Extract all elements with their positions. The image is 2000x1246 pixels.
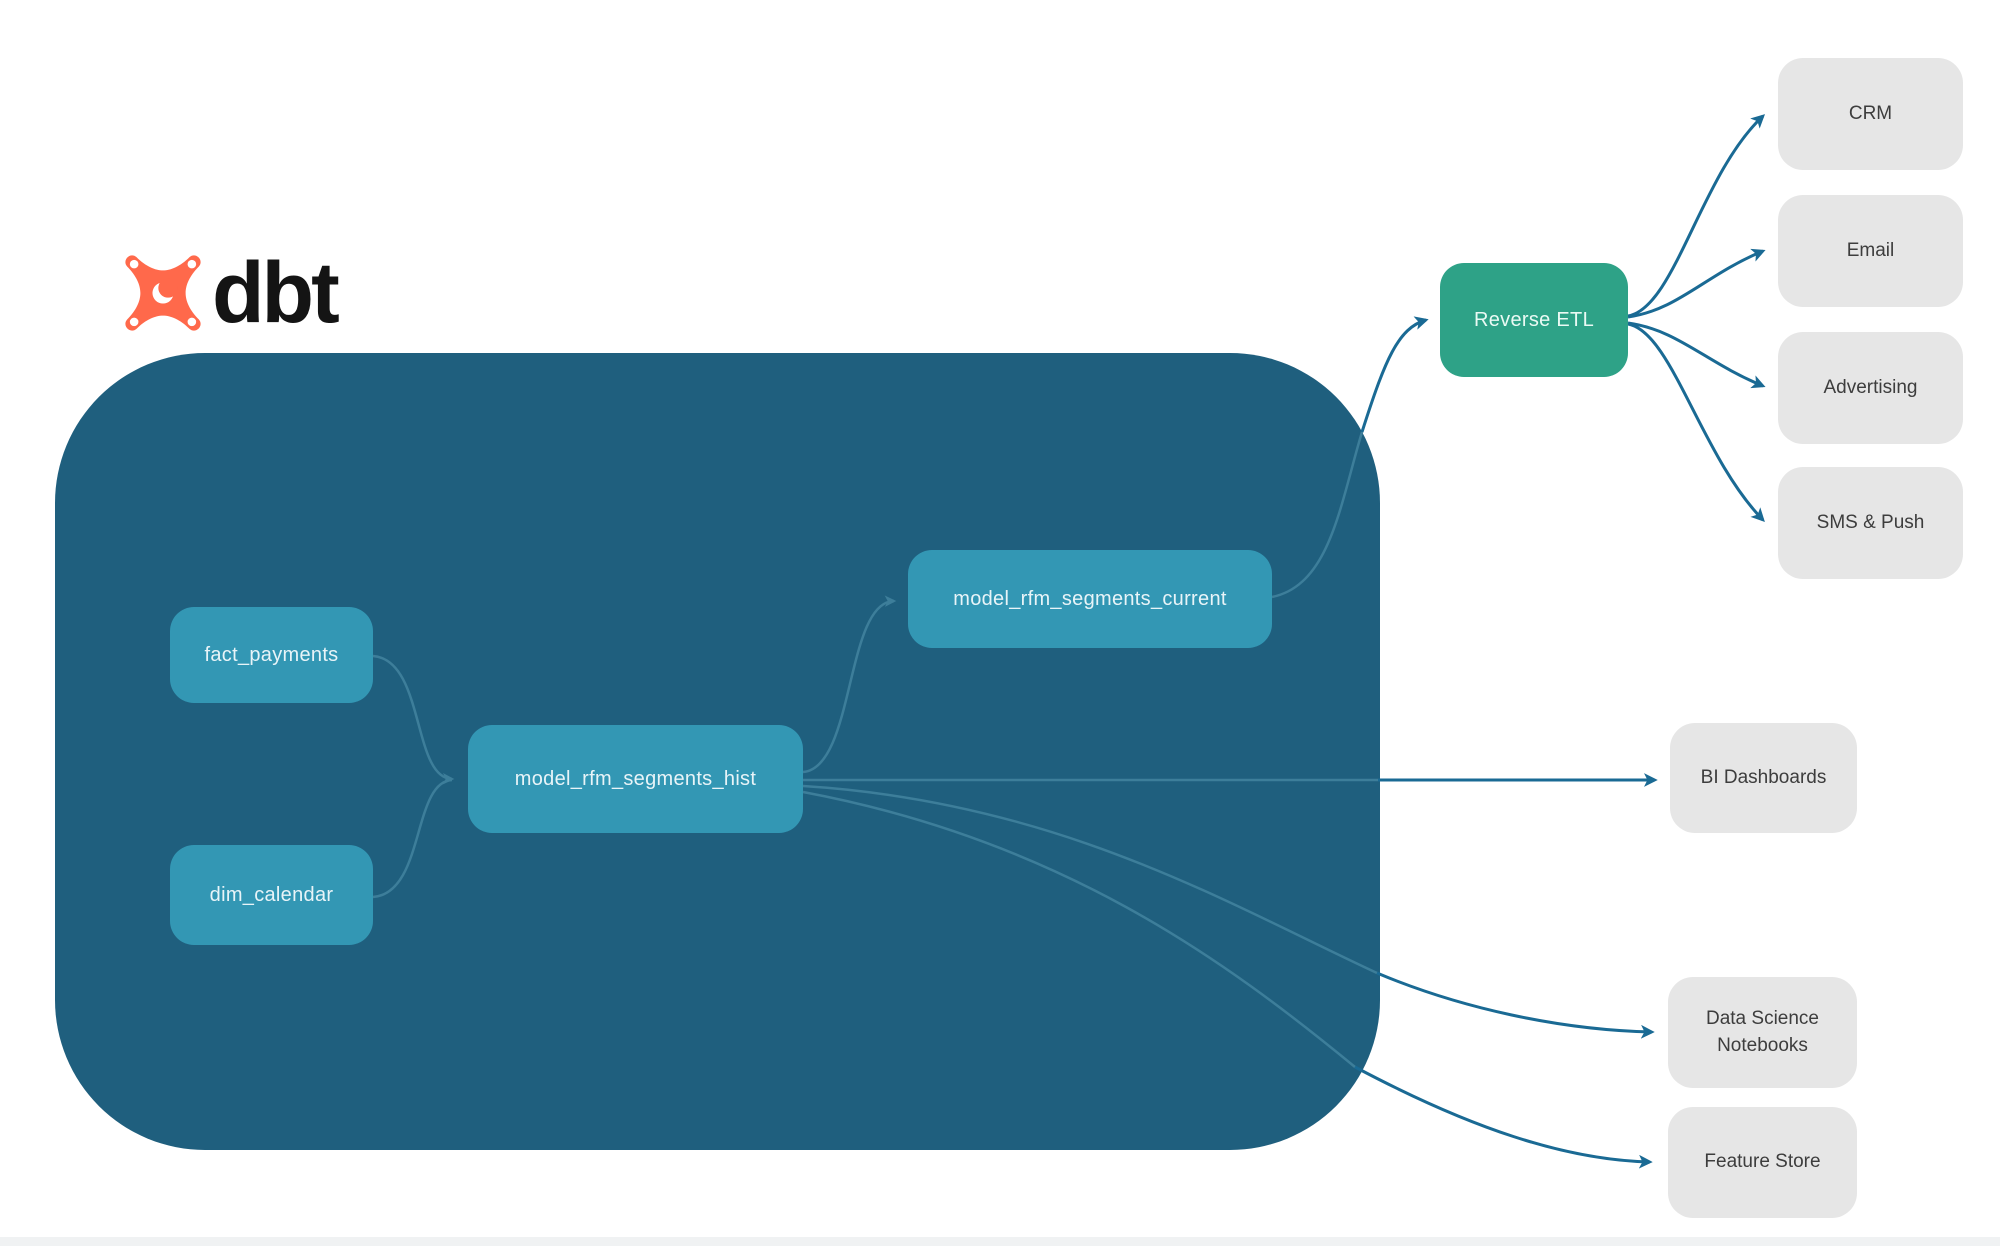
output-feature-store: Feature Store: [1668, 1107, 1857, 1218]
destination-sms-push-label: SMS & Push: [1816, 511, 1925, 533]
bottom-divider: [0, 1237, 2000, 1246]
edge-hist-to-feature-store-outside: [1354, 1065, 1653, 1169]
node-dim-calendar-label: dim_calendar: [209, 883, 334, 906]
destination-email-label: Email: [1846, 239, 1895, 261]
edge-reverse-etl-to-advertising: [1627, 321, 1766, 389]
destination-advertising: Advertising: [1778, 332, 1963, 444]
node-fact-payments: fact_payments: [170, 607, 373, 703]
edge-current-to-reverse-etl-outside: [1360, 316, 1429, 433]
dbt-star-icon: [124, 254, 202, 337]
node-model-rfm-segments-hist-label: model_rfm_segments_hist: [514, 767, 757, 790]
node-reverse-etl: Reverse ETL: [1440, 263, 1628, 377]
destination-email: Email: [1778, 195, 1963, 307]
node-fact-payments-label: fact_payments: [204, 643, 339, 666]
output-bi-dashboards: BI Dashboards: [1670, 723, 1857, 833]
node-dim-calendar: dim_calendar: [170, 845, 373, 945]
dbt-logo: dbt: [124, 245, 340, 341]
node-model-rfm-segments-hist: model_rfm_segments_hist: [468, 725, 803, 833]
destination-sms-push: SMS & Push: [1778, 467, 1963, 579]
node-model-rfm-segments-current-label: model_rfm_segments_current: [953, 587, 1227, 610]
output-feature-store-label: Feature Store: [1704, 1151, 1821, 1173]
edge-reverse-etl-to-email: [1627, 248, 1766, 319]
edge-reverse-etl-to-sms-push: [1627, 322, 1765, 522]
destination-advertising-label: Advertising: [1823, 376, 1918, 398]
edge-hist-to-notebooks-outside: [1376, 971, 1655, 1039]
output-data-science-notebooks-label: Data Science Notebooks: [1705, 1007, 1819, 1056]
output-data-science-notebooks: Data Science Notebooks: [1668, 977, 1857, 1088]
node-model-rfm-segments-current: model_rfm_segments_current: [908, 550, 1272, 648]
destination-crm-label: CRM: [1848, 102, 1893, 124]
output-bi-dashboards-label: BI Dashboards: [1700, 766, 1827, 788]
node-reverse-etl-label: Reverse ETL: [1473, 308, 1594, 331]
dbt-logo-text: dbt: [212, 245, 340, 341]
edge-reverse-etl-to-crm: [1627, 114, 1766, 318]
destination-crm: CRM: [1778, 58, 1963, 170]
